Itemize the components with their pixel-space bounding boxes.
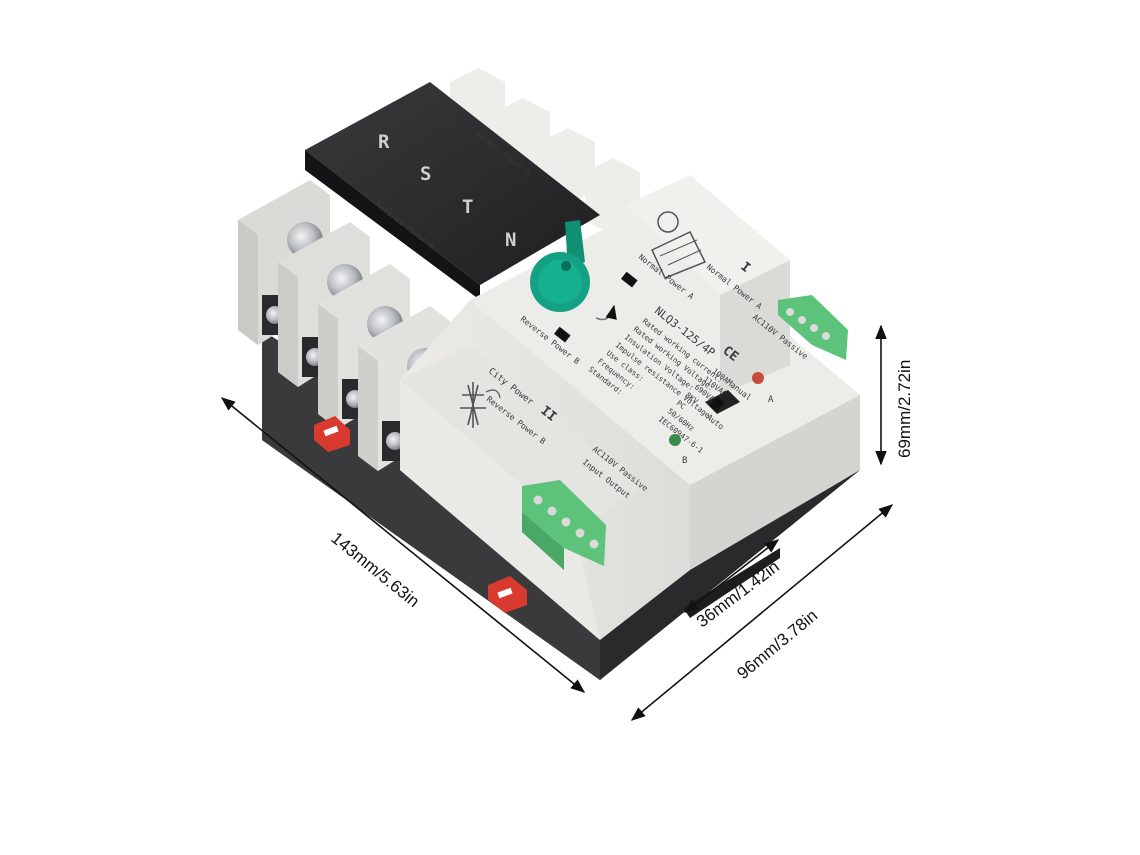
right-green-terminal: [778, 295, 848, 360]
phase-label-n: N: [505, 229, 516, 251]
led-a-label: A: [768, 395, 774, 405]
dimension-depth-label: 96mm/3.78in: [733, 606, 821, 683]
led-b-label: B: [682, 456, 687, 466]
rating-value-5: PC: [675, 398, 688, 411]
led-a-indicator: [752, 372, 764, 384]
phase-label-t: T: [462, 196, 473, 218]
solar-panel-icon: [651, 211, 707, 279]
right-module: Normal Power A I AC110V Passive: [625, 175, 848, 395]
phase-label-r: R: [378, 131, 390, 153]
led-b-indicator: [669, 434, 681, 446]
rotary-knob: [530, 220, 617, 321]
manual-auto-switch: [705, 390, 740, 414]
phase-label-s: S: [420, 163, 431, 185]
dimension-height: 69mm/2.72in: [875, 324, 914, 466]
rear-terminal-fins: [450, 68, 640, 235]
dimension-height-label: 69mm/2.72in: [895, 360, 914, 458]
